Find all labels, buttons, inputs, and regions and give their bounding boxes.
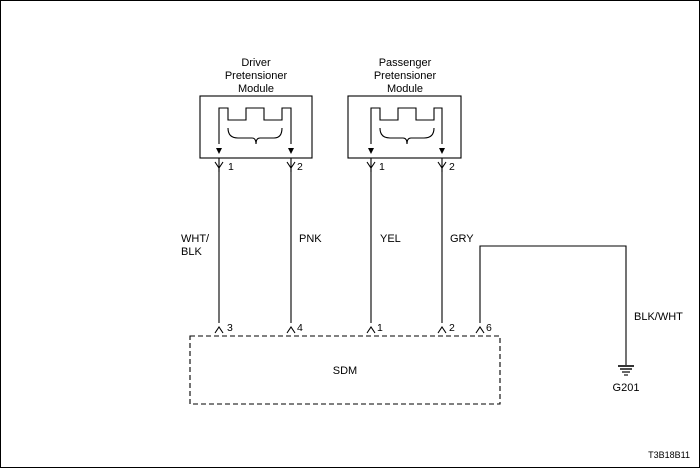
passenger-pin1-arrow-icon — [368, 148, 374, 154]
passenger-module-title-line-1: Passenger — [379, 57, 432, 69]
passenger-pin-1-label: 1 — [379, 161, 385, 173]
module-connector-terminals: 1 2 1 2 — [214, 161, 455, 173]
sdm-box — [189, 335, 501, 405]
passenger-squib-brace — [379, 127, 435, 145]
sdm-terminal-3 — [214, 326, 224, 334]
sdm-pin-2-label: 2 — [449, 322, 455, 334]
sdm-pin-6-label: 6 — [486, 322, 492, 334]
figure-code: T3B18B11 — [648, 450, 690, 460]
sdm-terminal-1 — [366, 326, 376, 334]
wire-label-passenger-2: GRY — [450, 233, 474, 245]
driver-module-title-line-2: Pretensioner — [225, 70, 288, 82]
passenger-module-title-line-2: Pretensioner — [374, 70, 437, 82]
driver-module-title-line-1: Driver — [241, 57, 271, 69]
wires: WHT/ BLK PNK YEL GRY BLK/WHT — [181, 158, 683, 365]
sdm-terminal-6 — [475, 326, 485, 334]
passenger-pretensioner-module: Passenger Pretensioner Module — [347, 57, 462, 159]
driver-pin-2-label: 2 — [297, 161, 303, 173]
ground-g201: G201 — [613, 365, 640, 394]
ground-label: G201 — [613, 382, 640, 394]
passenger-pin-2-label: 2 — [449, 161, 455, 173]
sdm-label: SDM — [333, 365, 357, 377]
driver-module-box — [199, 95, 313, 159]
sdm-terminal-2 — [437, 326, 447, 334]
driver-pin-1-label: 1 — [228, 161, 234, 173]
driver-squib-element — [218, 107, 292, 144]
sdm-terminal-4 — [286, 326, 296, 334]
wire-label-ground: BLK/WHT — [634, 311, 683, 323]
passenger-module-title-line-3: Module — [387, 83, 423, 95]
sdm-pin-4-label: 4 — [297, 322, 303, 334]
sdm-pin-1-label: 1 — [377, 322, 383, 334]
driver-squib-brace — [227, 127, 283, 145]
wire-ground — [479, 245, 627, 365]
driver-module-title-line-3: Module — [238, 83, 274, 95]
wire-label-passenger-1: YEL — [380, 233, 401, 245]
wire-label-driver-2: PNK — [299, 233, 322, 245]
passenger-module-box — [347, 95, 462, 159]
sdm-pin-3-label: 3 — [227, 322, 233, 334]
passenger-squib-element — [370, 107, 443, 144]
driver-pin1-arrow-icon — [216, 148, 222, 154]
driver-pretensioner-module: Driver Pretensioner Module — [199, 57, 313, 159]
sdm-connector-terminals: 3 4 1 2 6 — [214, 322, 492, 334]
passenger-pin2-arrow-icon — [439, 148, 445, 154]
wire-label-driver-1-line-2: BLK — [181, 246, 202, 258]
wire-label-driver-1-line-1: WHT/ — [181, 233, 210, 245]
driver-pin2-arrow-icon — [288, 148, 294, 154]
